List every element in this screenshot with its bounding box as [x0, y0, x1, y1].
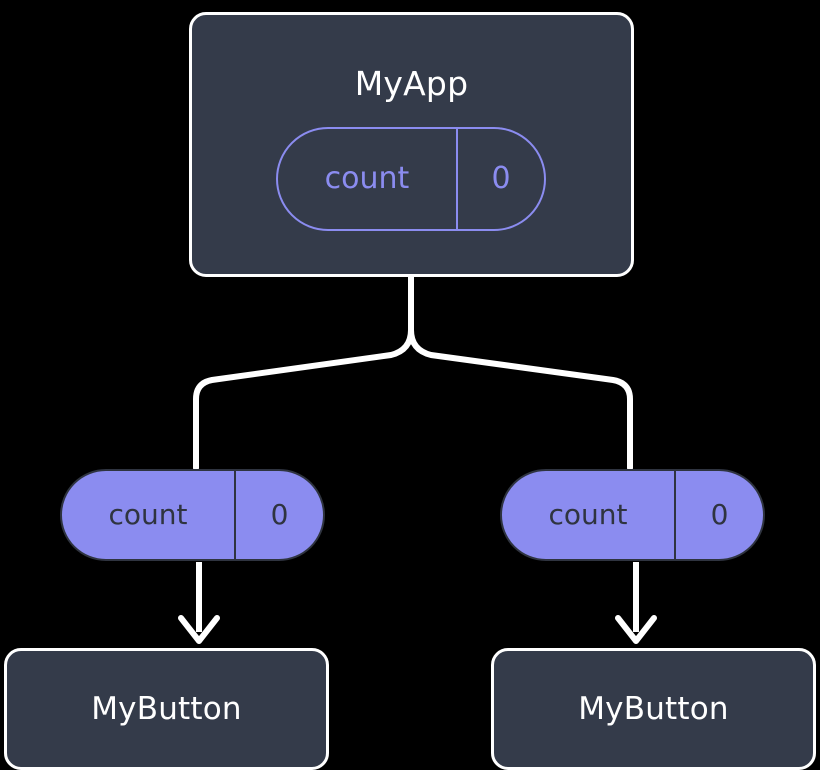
prop-pill-right-key: count [502, 471, 676, 559]
state-pill-root-value: 0 [491, 161, 511, 196]
state-pill-root[interactable]: count 0 [276, 127, 546, 231]
arrow-left [178, 562, 220, 644]
prop-pill-left-value: 0 [270, 498, 289, 531]
component-node-mybutton-left[interactable]: MyButton [4, 648, 329, 770]
fork-connector [193, 274, 633, 471]
component-label-mybutton-left: MyButton [91, 690, 242, 727]
prop-pill-left[interactable]: count 0 [60, 469, 325, 561]
prop-pill-right-value: 0 [710, 498, 729, 531]
prop-pill-left-key: count [62, 471, 236, 559]
component-label-myapp: MyApp [354, 64, 469, 103]
arrow-right [615, 562, 657, 644]
component-label-mybutton-right: MyButton [578, 690, 729, 727]
prop-pill-right[interactable]: count 0 [500, 469, 765, 561]
state-pill-root-key: count [278, 129, 458, 229]
component-node-mybutton-right[interactable]: MyButton [491, 648, 816, 770]
component-node-myapp[interactable]: MyApp [189, 12, 634, 277]
